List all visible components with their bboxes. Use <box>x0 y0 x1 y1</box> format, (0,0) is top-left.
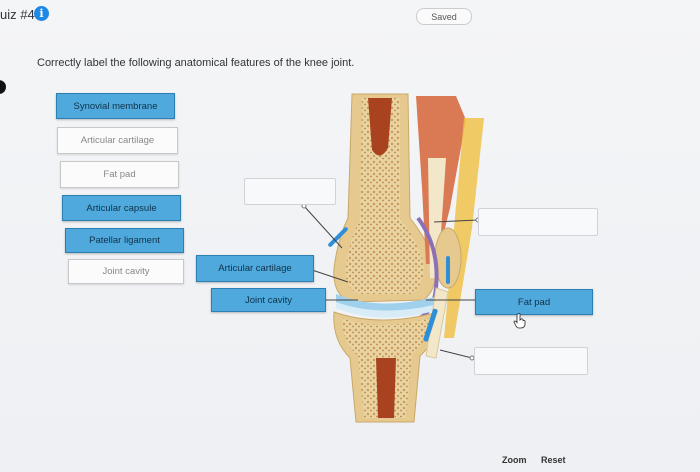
knee-joint-diagram <box>301 93 484 423</box>
tibia-marrow <box>376 358 396 418</box>
drop-target-empty-2[interactable] <box>478 208 598 236</box>
drop-target-articular-cartilage[interactable]: Articular cartilage <box>196 255 314 282</box>
fat-pad-highlight <box>423 308 438 342</box>
quiz-title: uiz #4 <box>0 7 35 22</box>
femur-spongy-bone <box>345 98 424 294</box>
drop-target-empty-3[interactable] <box>474 347 588 375</box>
leader-line <box>433 219 479 223</box>
question-instruction: Correctly label the following anatomical… <box>37 57 355 69</box>
word-bank-patellar-ligament[interactable]: Patellar ligament <box>65 228 184 253</box>
leader-line <box>439 349 473 359</box>
cartilage-highlight <box>328 227 348 247</box>
word-bank-articular-cartilage[interactable]: Articular cartilage <box>57 127 178 154</box>
joint-cavity-shape <box>336 302 438 318</box>
articular-cartilage-shape <box>336 294 438 312</box>
hand-cursor-icon <box>513 313 526 329</box>
leader-line <box>311 269 349 283</box>
zoom-button[interactable]: Zoom <box>502 455 527 465</box>
word-bank-synovial-membrane[interactable]: Synovial membrane <box>56 93 175 119</box>
word-bank-fat-pad[interactable]: Fat pad <box>60 161 179 188</box>
saved-status: Saved <box>416 8 472 25</box>
reset-button[interactable]: Reset <box>541 455 566 465</box>
patella-cartilage-highlight <box>446 256 450 284</box>
leader-line <box>303 205 343 249</box>
side-tab-handle[interactable] <box>0 80 6 94</box>
femur-marrow <box>368 98 392 156</box>
word-bank-joint-cavity[interactable]: Joint cavity <box>68 259 184 284</box>
info-icon[interactable]: i <box>34 6 49 21</box>
word-bank-articular-capsule[interactable]: Articular capsule <box>62 195 181 221</box>
drop-target-fat-pad[interactable]: Fat pad <box>475 289 593 315</box>
drop-target-empty-1[interactable] <box>244 178 336 205</box>
drop-target-joint-cavity[interactable]: Joint cavity <box>211 288 326 312</box>
